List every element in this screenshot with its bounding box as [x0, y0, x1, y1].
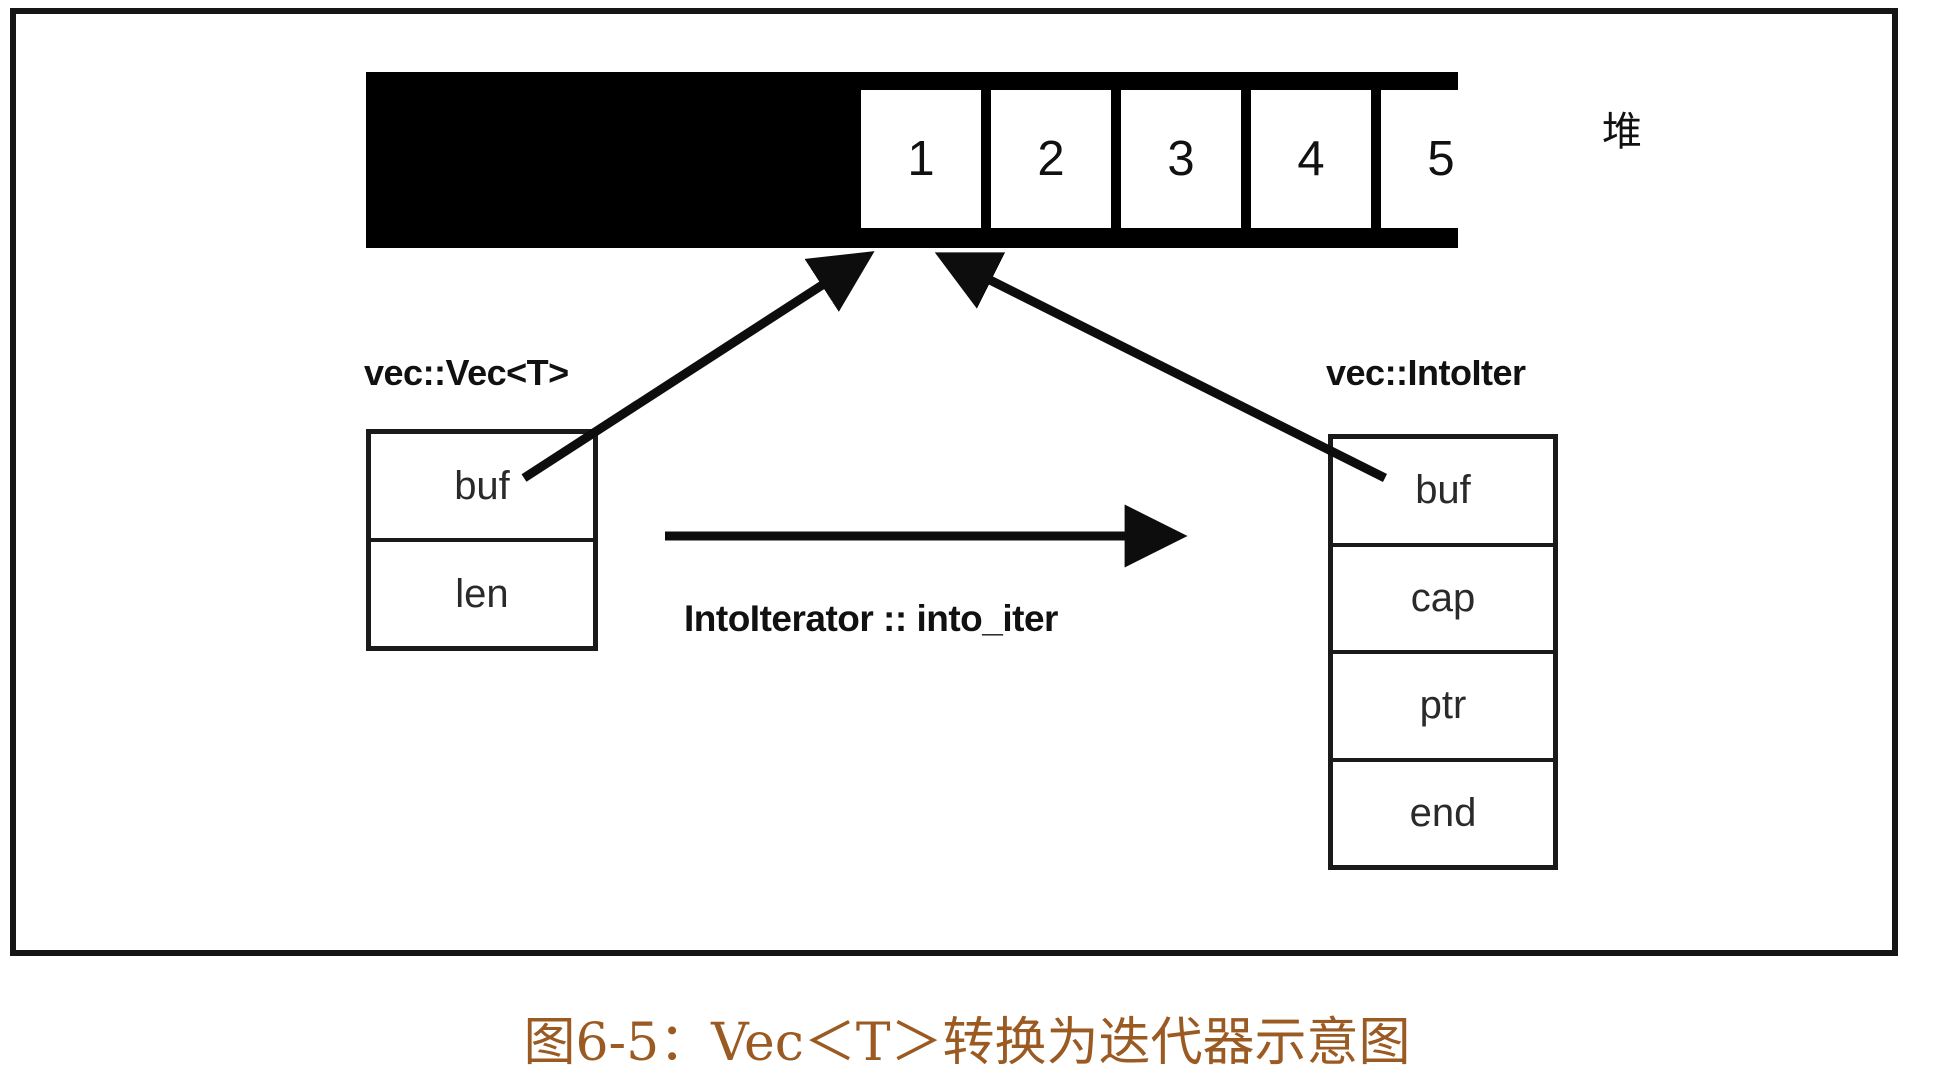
vec-field-buf: buf: [371, 434, 593, 542]
intoiter-field-cap: cap: [1333, 547, 1553, 654]
heap-cell-list: 1 2 3 4 5: [861, 90, 1501, 228]
heap-cell: 4: [1251, 90, 1371, 228]
intoiter-struct-box: buf cap ptr end: [1328, 434, 1558, 870]
into-iter-arrow-label: IntoIterator :: into_iter: [684, 598, 1058, 639]
intoiter-field-ptr: ptr: [1333, 654, 1553, 762]
vec-field-len: len: [455, 571, 509, 616]
vec-struct-title: vec::Vec<T>: [364, 352, 569, 393]
figure-caption: 图6-5：Vec＜T＞转换为迭代器示意图: [523, 1013, 1411, 1073]
heap-cell: 5: [1381, 90, 1501, 228]
intoiter-field-buf: buf: [1333, 439, 1553, 547]
heap-cell: 1: [861, 90, 981, 228]
vec-struct-box: buf len: [366, 429, 598, 651]
heap-cell: 3: [1121, 90, 1241, 228]
heap-label: 堆: [1602, 109, 1642, 155]
heap-cell: 2: [991, 90, 1111, 228]
figure-frame: 1 2 3 4 5 堆 vec::Vec<T> buf len vec::Int…: [10, 8, 1898, 956]
intoiter-field-end: end: [1409, 790, 1477, 835]
intoiter-struct-title: vec::IntoIter: [1326, 352, 1526, 393]
